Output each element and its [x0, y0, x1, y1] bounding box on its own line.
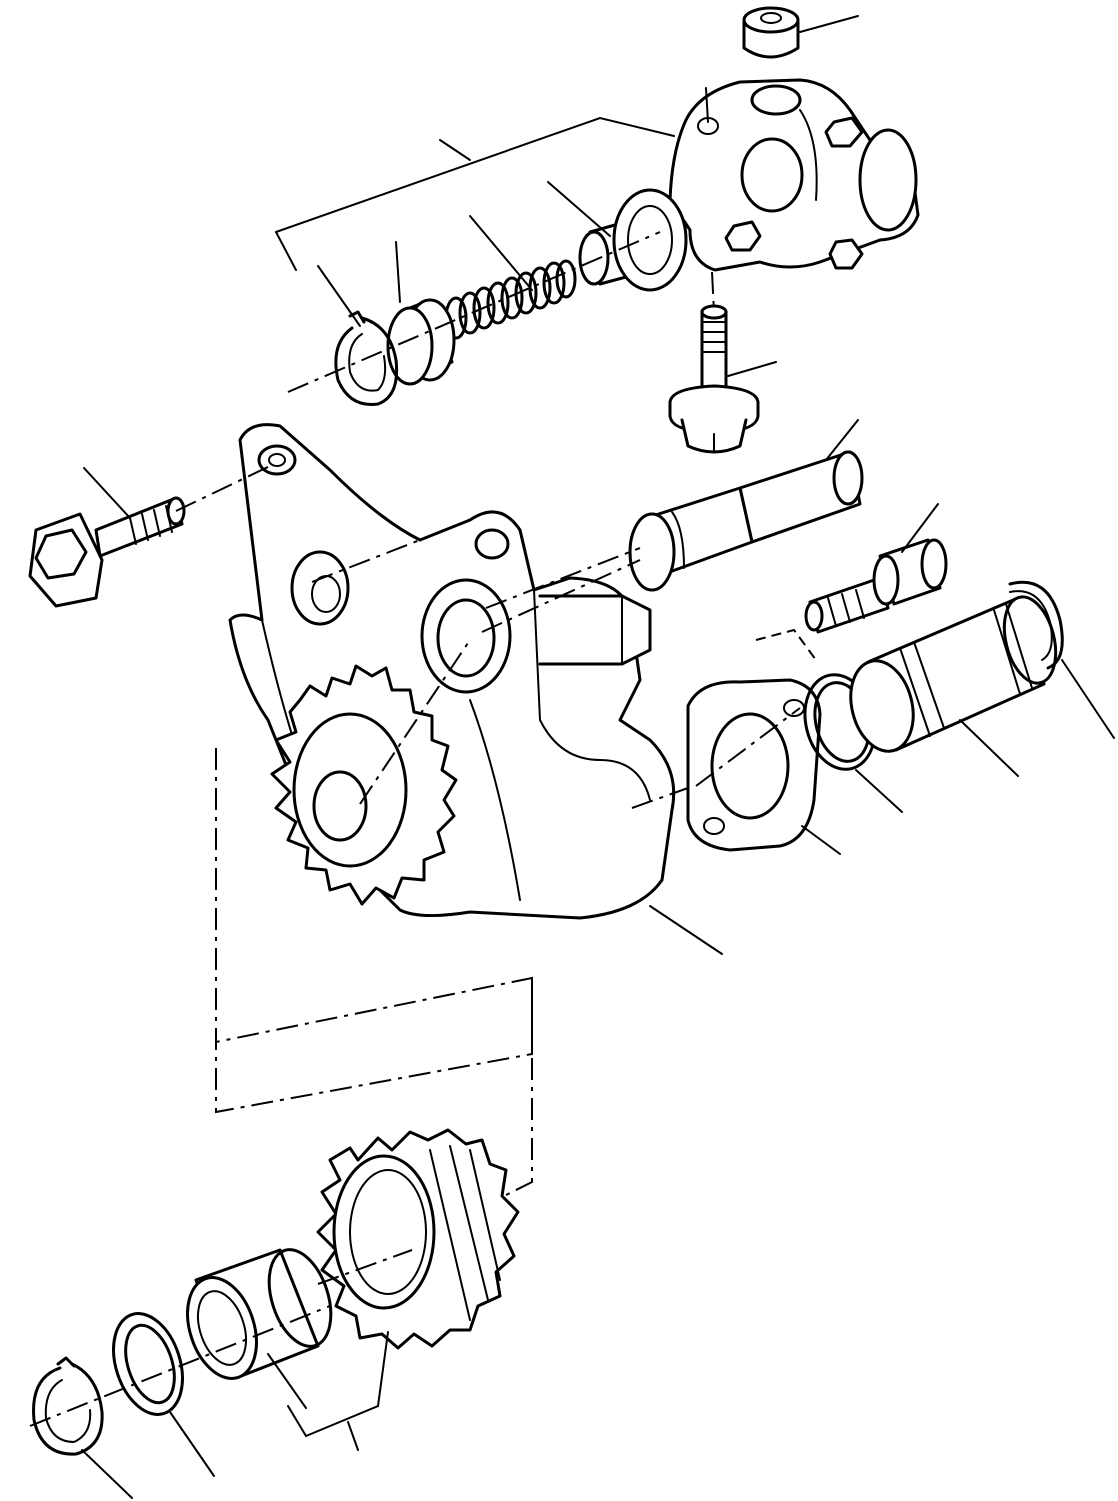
cap [742, 6, 800, 59]
bushing [186, 1248, 333, 1380]
shaft [628, 450, 864, 592]
thrust-washer [112, 1312, 184, 1416]
mounting-bolt [28, 496, 186, 608]
spring-seat [386, 298, 456, 386]
centerlines [29, 87, 817, 1427]
retaining-ring [1008, 580, 1064, 670]
strainer-tube [849, 595, 1058, 753]
housing-bolt [668, 304, 760, 454]
snap-ring-lower [32, 1356, 104, 1456]
spring [444, 259, 577, 340]
flange-cover [686, 678, 822, 852]
drive-gear [270, 664, 458, 906]
valve-housing [668, 78, 920, 272]
leader-lines [81, 15, 1115, 1499]
valve-plunger [578, 188, 688, 292]
cap-screw [804, 538, 948, 634]
driven-gear [316, 1128, 520, 1350]
